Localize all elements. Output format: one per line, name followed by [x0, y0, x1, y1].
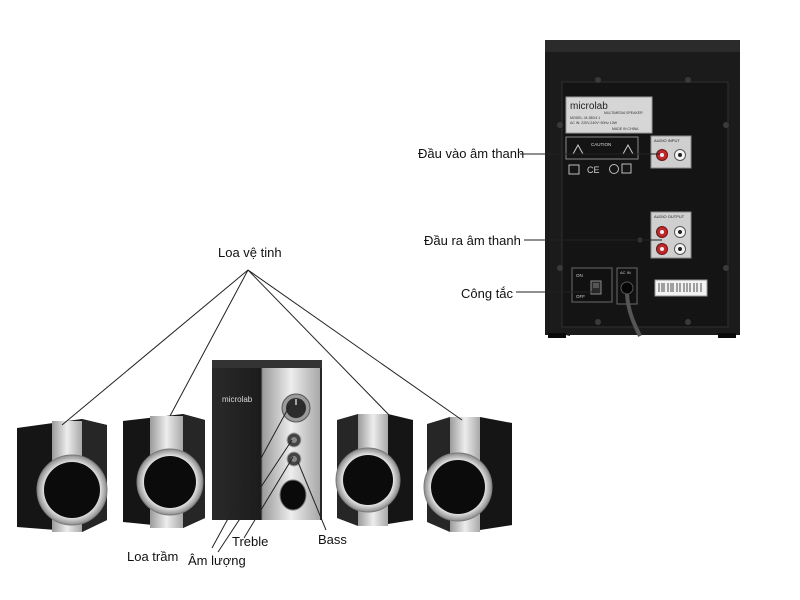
audio-output-label: Đầu ra âm thanh [424, 233, 521, 248]
power-switch-panel: ON OFF [571, 267, 613, 303]
bass-label: Bass [318, 532, 347, 547]
satellite-speaker-2 [123, 414, 205, 528]
subwoofer-label: Loa trầm [127, 549, 179, 564]
ce-mark: CE [587, 165, 600, 175]
satellite-speaker-1 [17, 419, 108, 532]
model-line: MULTIMEDIA SPEAKER [604, 111, 643, 115]
caution-text: CAUTION [591, 142, 611, 147]
audio-input-label: Đầu vào âm thanh [418, 146, 525, 161]
audio-output-title: AUDIO OUTPUT [654, 214, 685, 219]
ac-in-label: AC IN [620, 270, 631, 275]
front-brand: microlab [222, 395, 253, 404]
satellite-speaker-4 [423, 417, 512, 532]
rear-brand: microlab [570, 101, 608, 112]
power-on-label: ON [576, 273, 583, 278]
made-in: MADE IN CHINA [612, 127, 639, 131]
treble-label: Treble [232, 534, 269, 549]
satellite-speaker-3 [335, 414, 413, 526]
model-line: AC IN: 220V-240V~50Hz 10W [570, 121, 618, 125]
subwoofer: microlab [212, 360, 322, 520]
power-switch-label: Công tắc [461, 286, 514, 301]
audio-input-title: AUDIO INPUT [654, 138, 680, 143]
satellite-speaker-label: Loa vệ tinh [218, 245, 282, 260]
rear-panel: microlab MULTIMEDIA SPEAKER MODEL: M-280… [545, 40, 740, 338]
callout-lines [61, 153, 662, 553]
audio-input-panel: AUDIO INPUT [650, 135, 692, 169]
audio-output-panel: AUDIO OUTPUT [650, 211, 692, 259]
power-off-label: OFF [576, 294, 585, 299]
model-line: MODEL: M-280/4.1 [570, 116, 600, 120]
volume-label: Âm lượng [188, 553, 246, 568]
ac-input: AC IN [616, 267, 642, 337]
